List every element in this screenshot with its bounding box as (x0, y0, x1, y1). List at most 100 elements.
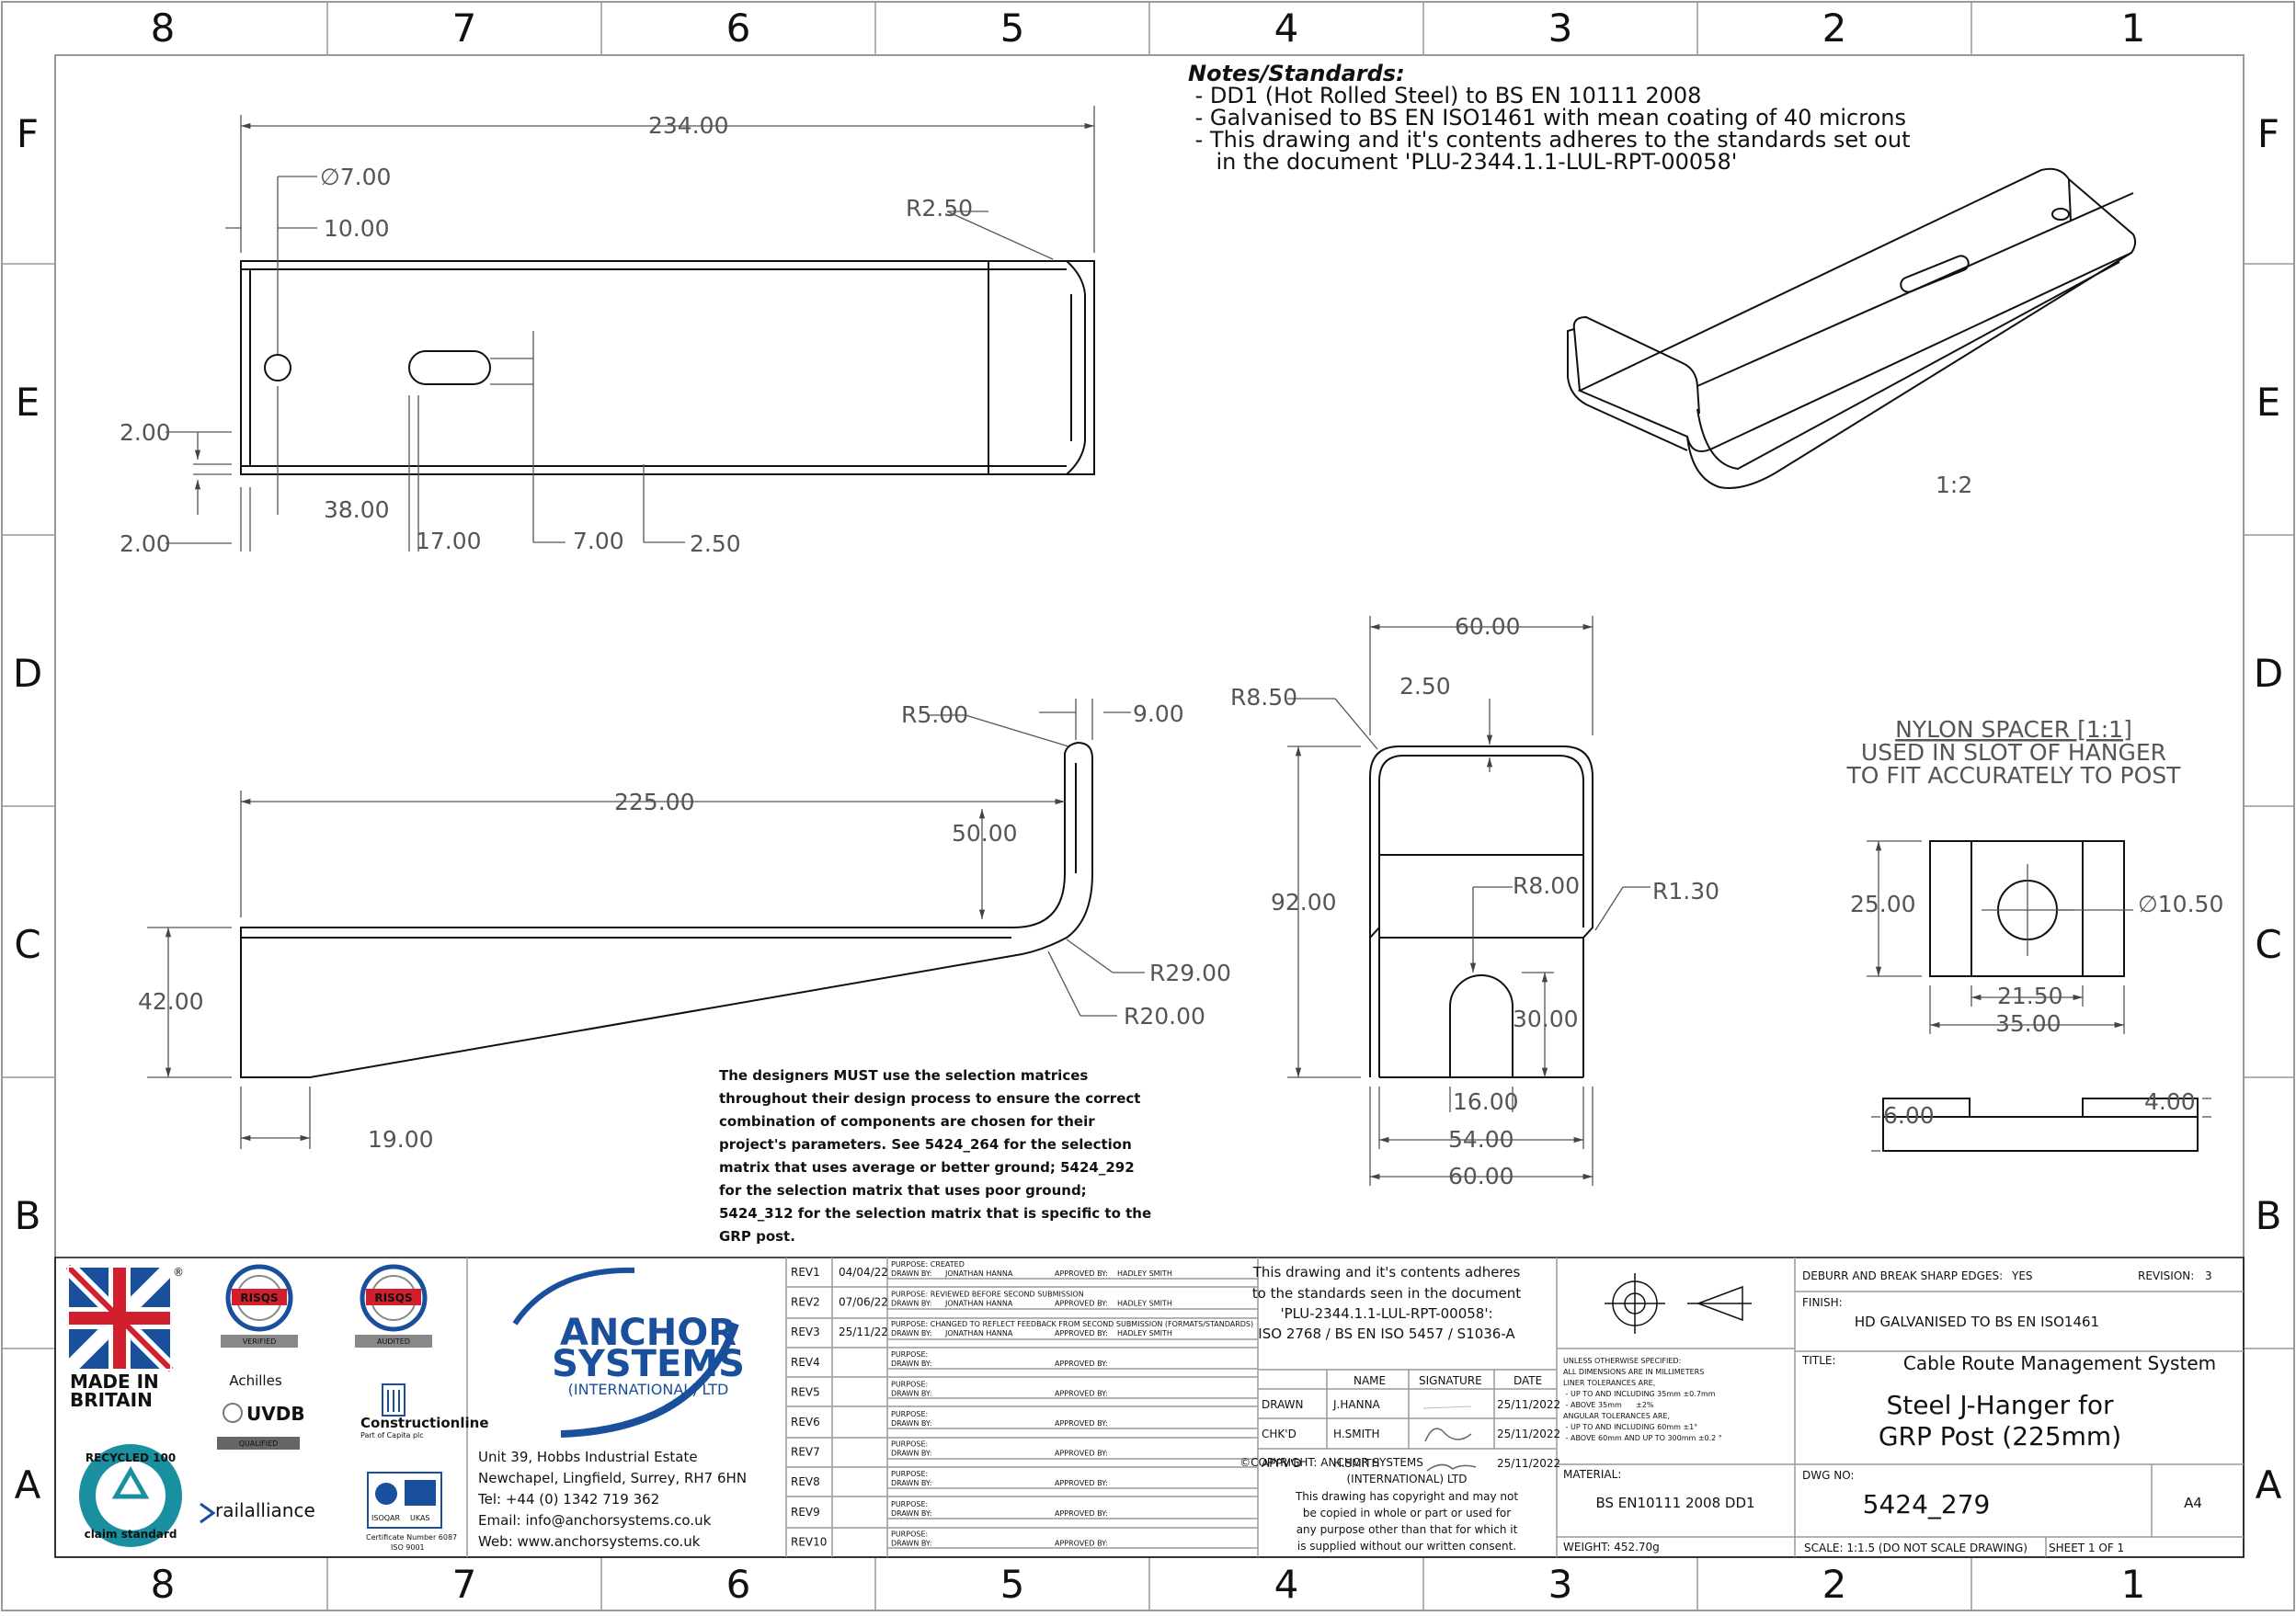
designer-note-line: throughout their design process to ensur… (719, 1090, 1140, 1107)
dim-label: 21.50 (1997, 983, 2063, 1009)
revision-id: REV3 (791, 1326, 820, 1338)
company-address: Newchapel, Lingfield, Surrey, RH7 6HN (478, 1470, 747, 1486)
revision-id: REV5 (791, 1385, 820, 1398)
anchor-systems-logo: ANCHOR SYSTEMS (INTERNATIONAL) LTD (512, 1267, 745, 1438)
revision-id: REV9 (791, 1506, 820, 1519)
constructionline-text: Constructionline (360, 1415, 489, 1431)
zone-col-label: 7 (452, 1562, 477, 1607)
copyright-line: is supplied without our written consent. (1297, 1540, 1516, 1553)
qualified-text: QUALIFIED (239, 1440, 279, 1448)
dim-label: R1.30 (1652, 878, 1719, 905)
zone-col-label: 5 (1000, 1562, 1025, 1607)
notes-line: in the document 'PLU-2344.1.1-LUL-RPT-00… (1188, 149, 1737, 175)
approvals-name: H.SMITH (1333, 1428, 1380, 1440)
revision-purpose: PURPOSE: CREATED (891, 1260, 965, 1269)
revision-drawn-label: DRAWN BY: (891, 1329, 931, 1337)
approvals-header: SIGNATURE (1419, 1374, 1482, 1387)
approvals-role: APPV'D (1262, 1457, 1301, 1470)
dim-label: 16.00 (1453, 1088, 1519, 1115)
zone-col-label: 8 (151, 1562, 176, 1607)
revision-id: REV1 (791, 1266, 820, 1279)
approvals-header: NAME (1354, 1374, 1386, 1387)
revision-purpose: PURPOSE: (891, 1350, 928, 1359)
zone-labels-left: F E D C B A (13, 111, 42, 1508)
deburr-value: YES (2011, 1269, 2033, 1282)
dim-label: 4.00 (2144, 1088, 2196, 1115)
zone-labels-bottom: 8 7 6 5 4 3 2 1 (151, 1562, 2146, 1607)
finish-value: HD GALVANISED TO BS EN ISO1461 (1855, 1314, 2099, 1330)
standards-line: This drawing and it's contents adheres (1252, 1264, 1521, 1280)
revision-approved-by: HADLEY SMITH (1117, 1329, 1172, 1337)
approvals-role: CHK'D (1262, 1428, 1296, 1440)
finish-label: FINISH: (1802, 1296, 1843, 1309)
company-name-3: (INTERNATIONAL) LTD (568, 1381, 729, 1398)
revision-purpose: PURPOSE: (891, 1440, 928, 1449)
dim-label: 10.00 (324, 215, 390, 242)
dim-label: R2.50 (906, 195, 973, 222)
dim-label: 234.00 (648, 112, 728, 139)
spacer-subheading: USED IN SLOT OF HANGER (1861, 739, 2166, 766)
company-contact: Unit 39, Hobbs Industrial Estate Newchap… (477, 1449, 747, 1550)
zone-row-label: C (14, 922, 40, 967)
revision-approved-label: APPROVED BY: (1055, 1419, 1108, 1428)
revision-drawn-label: DRAWN BY: (891, 1360, 931, 1368)
dim-label: 2.50 (690, 530, 741, 557)
dwg-label: DWG NO: (1802, 1469, 1854, 1482)
weight-value: WEIGHT: 452.70g (1563, 1541, 1660, 1553)
recycled-text: RECYCLED 100 (86, 1451, 176, 1464)
dim-label: 2.00 (120, 419, 171, 446)
revision-label: REVISION: (2138, 1269, 2194, 1282)
zone-col-label: 8 (151, 6, 176, 51)
front-view-dim-labels: 60.00 2.50 R8.50 92.00 R8.00 R1.30 30.00… (1230, 613, 1719, 1189)
zone-row-label: D (13, 651, 42, 696)
zone-row-label: E (16, 380, 40, 425)
constructionline-logo: Constructionline Part of Capita plc (360, 1383, 489, 1440)
drawing-title-1: Steel J-Hanger for (1886, 1390, 2114, 1420)
notes-heading: Notes/Standards: (1188, 61, 1405, 86)
revision-approved-label: APPROVED BY: (1055, 1269, 1108, 1278)
tolerances-block: UNLESS OTHERWISE SPECIFIED: ALL DIMENSIO… (1563, 1357, 1722, 1442)
zone-row-label: F (2257, 111, 2279, 156)
revision-date: 04/04/22 (839, 1266, 888, 1279)
cert-text: Certificate Number 6087 (366, 1533, 457, 1542)
top-view-dim-labels: 234.00 ∅7.00 10.00 R2.50 2.00 38.00 2.00… (120, 112, 973, 557)
revision-id: REV10 (791, 1535, 827, 1548)
zone-labels-right: F E D C B A (2254, 111, 2283, 1508)
revision-date: 25/11/22 (839, 1326, 888, 1338)
designer-note-line: 5424_312 for the selection matrix that i… (719, 1205, 1151, 1222)
title-label: TITLE: (1801, 1354, 1836, 1367)
title-block-right: DEBURR AND BREAK SHARP EDGES: YES REVISI… (1801, 1269, 2216, 1554)
zone-row-label: C (2255, 922, 2281, 967)
designer-note-line: project's parameters. See 5424_264 for t… (719, 1136, 1132, 1153)
zone-row-label: D (2254, 651, 2283, 696)
revision-approved-label: APPROVED BY: (1055, 1329, 1108, 1337)
notes-line: - DD1 (Hot Rolled Steel) to BS EN 10111 … (1188, 83, 1701, 108)
achilles-text: Achilles (229, 1372, 281, 1389)
dim-label: 7.00 (573, 528, 624, 554)
tolerance-line: LINER TOLERANCES ARE, (1563, 1379, 1655, 1387)
approvals-date: 25/11/2022 (1497, 1398, 1560, 1411)
company-name-2: SYSTEMS (552, 1343, 745, 1385)
standards-line: 'PLU-2344.1.1-LUL-RPT-00058': (1280, 1305, 1492, 1322)
revision-approved-label: APPROVED BY: (1055, 1450, 1108, 1458)
revision-approved-by: HADLEY SMITH (1117, 1269, 1172, 1278)
revision-approved-label: APPROVED BY: (1055, 1360, 1108, 1368)
risqs-verified-logo: RISQS VERIFIED (221, 1264, 298, 1348)
achilles-uvdb-logo: Achilles UVDB QUALIFIED (217, 1372, 305, 1450)
dim-label: ∅10.50 (2138, 891, 2223, 917)
approvals-header: DATE (1514, 1374, 1542, 1387)
isoqar-text: ISOQAR (371, 1514, 401, 1522)
tolerance-line: - ABOVE 35mm ±2% (1563, 1401, 1654, 1409)
material-value: BS EN10111 2008 DD1 (1595, 1495, 1754, 1511)
railalliance-text: railalliance (215, 1499, 315, 1521)
dim-label: R20.00 (1124, 1003, 1205, 1030)
dim-label: 60.00 (1455, 613, 1521, 640)
revision-purpose: PURPOSE: (891, 1470, 928, 1478)
risqs-audited-logo: RISQS AUDITED (355, 1264, 432, 1348)
approvals-date: 25/11/2022 (1497, 1457, 1560, 1470)
zone-row-label: B (2256, 1193, 2282, 1238)
dwg-number: 5424_279 (1863, 1489, 1991, 1519)
risqs-text: RISQS (240, 1292, 278, 1304)
revision-drawn-label: DRAWN BY: (891, 1300, 931, 1308)
